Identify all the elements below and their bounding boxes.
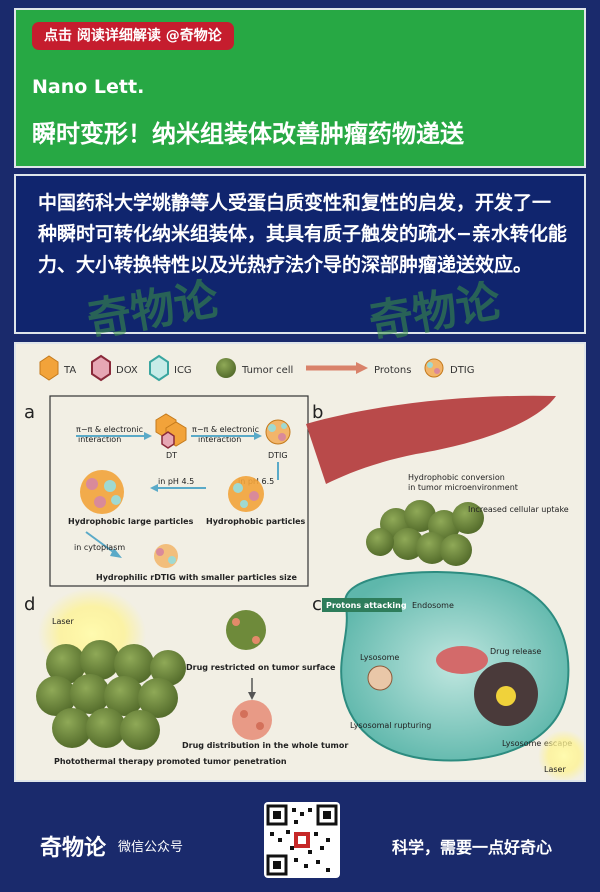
dox-hexagon-icon (91, 354, 111, 382)
tumor-cluster (366, 500, 484, 566)
b-micro: in tumor microenvironment (408, 483, 518, 492)
scientific-figure: TA DOX ICG Tumor cell Protons DTIG a π−π… (14, 342, 586, 782)
panel-c-label: c (312, 594, 322, 615)
qr-code-icon[interactable] (264, 802, 340, 878)
figure-svg: TA DOX ICG Tumor cell Protons DTIG a π−π… (24, 354, 584, 780)
a-dtig: DTIG (268, 451, 288, 460)
c-lysosome: Lysosome (360, 653, 399, 662)
c-laser: Laser (544, 765, 566, 774)
footer: 奇物论 微信公众号 科学，需要一点好奇心 (0, 792, 600, 892)
slogan: 科学，需要一点好奇心 (392, 838, 553, 857)
c-escape: Lysosome escape (502, 739, 572, 748)
panel-a-frame (49, 395, 309, 587)
a-cytoplasm: in cytoplasm (74, 543, 125, 552)
brand-subtitle: 微信公众号 (118, 840, 184, 855)
a-dt: DT (166, 451, 177, 460)
legend-icg: ICG (174, 365, 192, 376)
a-large: Hydrophobic large particles (68, 517, 194, 526)
dtig-icon (424, 358, 444, 378)
c-drug-release: Drug release (490, 647, 541, 656)
b-conversion: Hydrophobic conversion (408, 473, 505, 482)
d-distribution: Drug distribution in the whole tumor (182, 741, 348, 750)
d-ptt: Photothermal therapy promoted tumor pene… (54, 757, 287, 766)
dtig-particle (265, 419, 291, 445)
a-pi-right: π−π & electronic (192, 425, 259, 434)
a-int-left: interaction (78, 435, 121, 444)
mitochondria (436, 646, 488, 674)
panel-d-label: d (24, 594, 35, 615)
a-rdtig: Hydrophilic rDTIG with smaller particles… (96, 573, 297, 582)
icg-hexagon-icon (149, 354, 169, 382)
a-ph45: in pH 4.5 (158, 477, 194, 486)
hydrophobic-large-particle (80, 470, 124, 514)
hydrophobic-particle (228, 476, 264, 512)
journal-name: Nano Lett. (32, 76, 145, 98)
legend-dox: DOX (116, 365, 138, 376)
ta-hexagon-icon (39, 355, 59, 381)
legend-protons: Protons (374, 365, 411, 376)
d-restricted: Drug restricted on tumor surface (186, 663, 336, 672)
tumor-mass (36, 640, 186, 750)
drug-distributed-tumor (232, 700, 272, 740)
a-pi-left: π−π & electronic (76, 425, 143, 434)
read-more-banner[interactable]: 点击 阅读详细解读 @奇物论 (32, 22, 234, 50)
rdtig-particle (154, 544, 178, 568)
protons-attacking-tag (322, 598, 402, 612)
dt-particle (155, 413, 187, 449)
article-headline: 瞬时变形！纳米组装体改善肿瘤药物递送 (32, 120, 464, 148)
legend-dtig: DTIG (450, 365, 475, 376)
lysosome (367, 665, 393, 691)
panel-b-label: b (312, 402, 323, 423)
summary-card: 奇物论 奇物论 中国药科大学姚静等人受蛋白质变性和复性的启发，开发了一种瞬时可转… (14, 174, 586, 349)
brand-name: 奇物论 (40, 835, 107, 861)
c-endosome: Endosome (412, 601, 454, 610)
header-card: 点击 阅读详细解读 @奇物论 Nano Lett. 瞬时变形！纳米组装体改善肿瘤… (14, 8, 586, 168)
a-particles: Hydrophobic particles (206, 517, 306, 526)
drug-restricted-tumor (226, 610, 266, 650)
tumor-cell-icon (216, 358, 236, 378)
panel-a-label: a (24, 402, 35, 423)
legend-ta: TA (63, 365, 76, 376)
blood-vessel (306, 395, 556, 484)
d-laser: Laser (52, 617, 74, 626)
summary-text: 中国药科大学姚静等人受蛋白质变性和复性的启发，开发了一种瞬时可转化纳米组装体，其… (38, 192, 567, 276)
a-int-right: interaction (198, 435, 241, 444)
c-protons-attacking: Protons attacking (326, 601, 407, 610)
b-uptake: Increased cellular uptake (468, 505, 569, 514)
legend-tumor-cell: Tumor cell (241, 365, 293, 376)
c-rupturing: Lysosomal rupturing (350, 721, 431, 730)
